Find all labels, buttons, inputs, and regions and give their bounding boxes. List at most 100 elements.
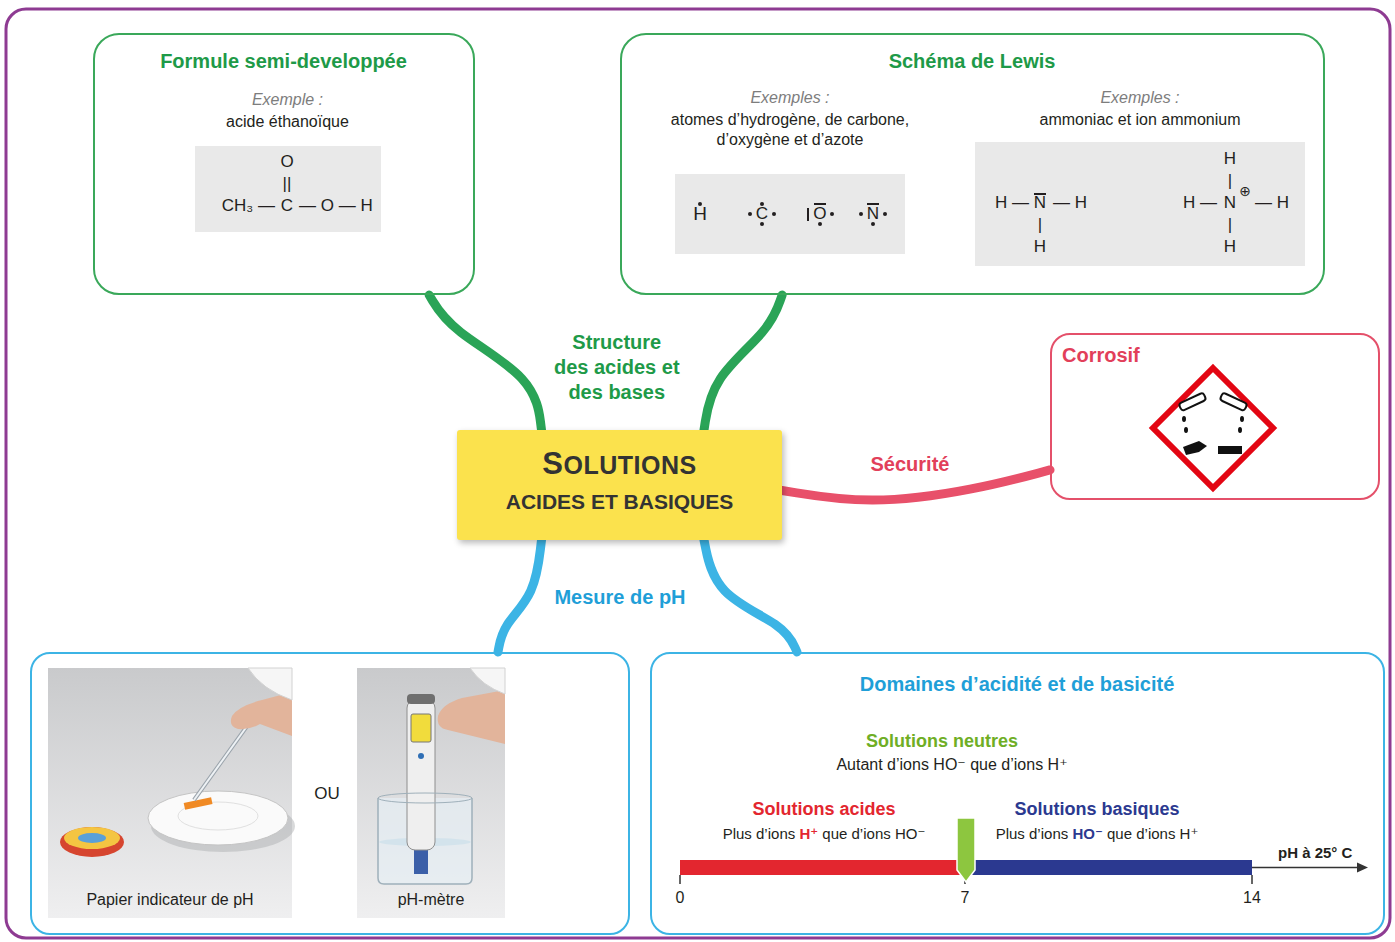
text-slot: H —	[969, 192, 1029, 214]
hazard-diamond	[1153, 368, 1273, 488]
text-slot: Solutions neutres	[842, 730, 1042, 753]
bond-part: H —	[1157, 192, 1217, 214]
axis-title: pH à 25° C	[1278, 843, 1378, 862]
text-slot: Solutions basiques	[997, 798, 1197, 821]
bond-part: H —	[969, 192, 1029, 214]
lewis-pair	[814, 203, 826, 205]
heading: Schéma de Lewis	[622, 49, 1322, 74]
atom-symbol: H	[1030, 236, 1050, 258]
bond: |	[1220, 170, 1240, 192]
text-slot: pH à 25° C	[1278, 843, 1378, 862]
atom-symbol: N	[1030, 192, 1050, 214]
bond: |	[1030, 214, 1050, 236]
atom-symbol: H	[1220, 148, 1240, 170]
base-band	[965, 860, 1252, 875]
formula-part: CH₃ —	[195, 196, 275, 216]
lewis-electron	[748, 212, 752, 216]
axis-line	[1252, 867, 1360, 869]
hand-symbol	[1183, 441, 1207, 455]
paper-roll-core	[78, 833, 106, 843]
text-slot: Schéma de Lewis	[622, 49, 1322, 74]
lewis-electron	[772, 212, 776, 216]
plate	[148, 791, 288, 845]
meter-cap	[407, 694, 435, 704]
test-tube	[1179, 392, 1207, 411]
text-slot: 7	[950, 888, 980, 908]
text-slot: N	[863, 202, 883, 226]
example-group: Exemples :atomes d’hydrogène, de carbone…	[640, 88, 940, 262]
tick-mark	[1251, 875, 1253, 884]
example-name: ammoniac et ion ammonium	[965, 110, 1315, 130]
lewis-electron	[871, 222, 875, 226]
zone-text: Autant d’ions HO⁻ que d’ions H⁺	[782, 755, 1122, 775]
text-slot: ||	[277, 174, 297, 194]
bond-part: — H	[1053, 192, 1113, 214]
or-word: OU	[297, 784, 357, 804]
branch-connector	[498, 540, 542, 652]
main-title: ACIDES ET BASIQUES	[457, 488, 782, 516]
branch-connector	[704, 540, 797, 652]
text-slot: C	[277, 196, 297, 216]
text-slot: — H	[1053, 192, 1113, 214]
text-slot: Autant d’ions HO⁻ que d’ions H⁺	[782, 755, 1122, 775]
meter-display	[411, 714, 431, 742]
charge-sign: ⊕	[1236, 183, 1254, 199]
text-slot: ⊕	[1236, 183, 1254, 199]
zone-text: Plus d’ions H⁺ que d’ions HO⁻	[674, 824, 974, 843]
acid-band	[680, 860, 965, 875]
ph-meter-photo	[357, 668, 505, 918]
heading: Corrosif	[1062, 343, 1212, 368]
zone-title: Solutions neutres	[842, 730, 1042, 753]
glass-rod	[194, 722, 250, 800]
text-slot: Exemples :	[640, 88, 940, 108]
paper-roll	[64, 827, 120, 849]
ph-paper-strip	[184, 797, 213, 810]
branch-label: Structure des acides et des bases	[553, 330, 681, 405]
paper-roll-box	[60, 827, 124, 857]
corrosive-pictogram	[1153, 368, 1273, 488]
branch-connector	[704, 295, 782, 430]
atom-symbol: O	[810, 202, 830, 226]
tick-mark	[679, 875, 681, 884]
text-slot: |	[1220, 170, 1240, 192]
atom-symbol: H	[690, 202, 710, 226]
connector-group	[429, 295, 1050, 652]
example-label: Exemples :	[965, 88, 1315, 108]
text-slot: |	[1030, 214, 1050, 236]
example-name: acide éthanoïque	[185, 112, 390, 132]
zone-title: Solutions acides	[724, 798, 924, 821]
glass-rod	[194, 722, 250, 800]
text-slot: C	[752, 202, 772, 226]
text-slot: SOLUTIONS	[457, 448, 782, 481]
atom-symbol: O	[277, 152, 297, 172]
drop	[1240, 416, 1244, 422]
drop	[1238, 427, 1242, 433]
text-slot: Plus d’ions H⁺ que d’ions HO⁻	[674, 824, 974, 843]
photo-caption: Papier indicateur de pH	[48, 890, 292, 910]
lewis-electron	[830, 212, 834, 216]
photo-caption: pH-mètre	[357, 890, 505, 910]
lewis-electron	[698, 202, 702, 206]
atom-symbol: N	[1220, 192, 1240, 214]
photo-frame: pH-mètre	[357, 668, 505, 918]
text-slot: H	[1220, 148, 1240, 170]
text-slot: Mesure de pH	[545, 585, 695, 610]
text-slot: — H	[1255, 192, 1315, 214]
text-slot: Domaines d’acidité et de basicité	[652, 672, 1382, 697]
text-slot: acide éthanoïque	[185, 112, 390, 132]
text-slot: Sécurité	[860, 452, 960, 477]
text-slot: Formule semi-developpée	[95, 49, 472, 74]
lewis-pair	[1034, 193, 1046, 195]
text-slot: H	[1030, 236, 1050, 258]
text-slot: H	[1220, 236, 1240, 258]
double-bond: ||	[277, 174, 297, 194]
test-tube	[1220, 392, 1248, 411]
branch-label: Mesure de pH	[545, 585, 695, 610]
text-slot: — O — H	[299, 196, 379, 216]
ph-paper-photo	[48, 668, 295, 918]
lewis-electron	[760, 202, 764, 206]
zone-text: Plus d’ions HO⁻ que d’ions H⁺	[947, 824, 1247, 843]
sleeve	[248, 668, 292, 700]
meter-probe	[414, 848, 428, 874]
photo-ground	[357, 668, 505, 918]
